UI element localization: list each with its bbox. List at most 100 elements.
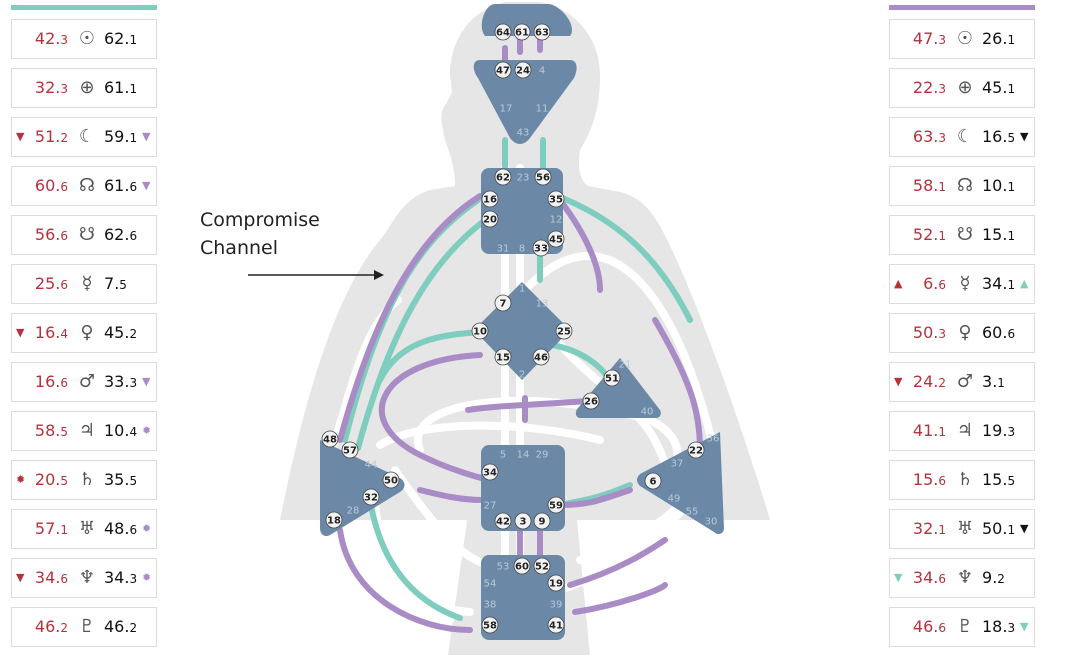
right-planet-row-mercury[interactable]: ▲6.6☿34.1▲ xyxy=(889,264,1035,304)
gate-28[interactable]: 28 xyxy=(347,506,360,517)
right-planet-row-moon[interactable]: 63.3☾16.5▼ xyxy=(889,117,1035,157)
gate-26[interactable]: 26 xyxy=(584,397,598,408)
gate-59[interactable]: 59 xyxy=(549,501,563,512)
right-planet-row-venus[interactable]: 50.3♀60.6 xyxy=(889,313,1035,353)
right-planet-row-jupiter[interactable]: 41.1♃19.3 xyxy=(889,411,1035,451)
gate-4[interactable]: 4 xyxy=(539,66,545,77)
gate-38[interactable]: 38 xyxy=(484,600,497,611)
gate-55[interactable]: 55 xyxy=(686,507,699,518)
gate-47[interactable]: 47 xyxy=(496,66,510,77)
gate-18[interactable]: 18 xyxy=(327,516,341,527)
gate-61[interactable]: 61 xyxy=(515,28,529,39)
gate-14[interactable]: 14 xyxy=(517,450,530,461)
venus-icon: ♀ xyxy=(958,322,972,343)
gate-34[interactable]: 34 xyxy=(483,468,497,479)
gate-12[interactable]: 12 xyxy=(550,215,563,226)
gate-29[interactable]: 29 xyxy=(536,450,549,461)
design-marker: ▼ xyxy=(894,375,903,388)
gate-40[interactable]: 40 xyxy=(641,407,654,418)
gate-35[interactable]: 35 xyxy=(549,195,563,206)
left-planet-row-mercury[interactable]: 25.6☿7.5 xyxy=(11,264,157,304)
gate-42[interactable]: 42 xyxy=(496,517,510,528)
gate-52[interactable]: 52 xyxy=(535,562,549,573)
gate-49[interactable]: 49 xyxy=(668,494,681,505)
design-activation: 51.2 xyxy=(34,127,68,146)
gate-23[interactable]: 23 xyxy=(517,173,530,184)
left-planet-row-uranus[interactable]: 57.1♅48.6✹ xyxy=(11,509,157,549)
gate-circle-34 xyxy=(481,463,499,481)
right-planet-row-uranus[interactable]: 32.1♅50.1▼ xyxy=(889,509,1035,549)
sun-icon: ☉ xyxy=(956,28,974,49)
gate-33[interactable]: 33 xyxy=(534,244,548,255)
gate-64[interactable]: 64 xyxy=(496,28,510,39)
gate-36[interactable]: 36 xyxy=(707,434,720,445)
left-planet-row-pluto[interactable]: 46.2♇46.2 xyxy=(11,607,157,647)
right-planet-row-neptune[interactable]: ▼34.6♆9.2 xyxy=(889,558,1035,598)
left-planet-row-jupiter[interactable]: 58.5♃10.4✹ xyxy=(11,411,157,451)
gate-32[interactable]: 32 xyxy=(364,493,378,504)
gate-21[interactable]: 21 xyxy=(619,360,632,371)
left-planet-row-venus[interactable]: ▼16.4♀45.2 xyxy=(11,313,157,353)
right-planet-row-north-node[interactable]: 58.1☊10.1 xyxy=(889,166,1035,206)
left-planet-row-neptune[interactable]: ▼34.6♆34.3✹ xyxy=(11,558,157,598)
gate-37[interactable]: 37 xyxy=(671,459,684,470)
gate-13[interactable]: 13 xyxy=(536,299,549,310)
gate-20[interactable]: 20 xyxy=(483,215,497,226)
gate-8[interactable]: 8 xyxy=(519,244,525,255)
gate-39[interactable]: 39 xyxy=(550,600,563,611)
gate-16[interactable]: 16 xyxy=(483,195,497,206)
left-planet-row-earth[interactable]: 32.3⊕61.1 xyxy=(11,68,157,108)
left-planet-row-saturn[interactable]: ✹20.5♄35.5 xyxy=(11,460,157,500)
gate-60[interactable]: 60 xyxy=(515,562,529,573)
personality-activation: 45.1 xyxy=(982,78,1016,97)
gate-63[interactable]: 63 xyxy=(535,28,549,39)
left-planet-row-sun[interactable]: 42.3☉62.1 xyxy=(11,19,157,59)
gate-24[interactable]: 24 xyxy=(516,66,530,77)
jupiter-icon: ♃ xyxy=(78,420,96,441)
gate-25[interactable]: 25 xyxy=(557,327,571,338)
gate-10[interactable]: 10 xyxy=(473,327,487,338)
gate-1[interactable]: 1 xyxy=(519,284,525,295)
gate-44[interactable]: 44 xyxy=(365,460,378,471)
gate-9[interactable]: 9 xyxy=(539,517,546,528)
gate-27[interactable]: 27 xyxy=(484,501,497,512)
gate-11[interactable]: 11 xyxy=(536,104,549,115)
gate-41[interactable]: 41 xyxy=(549,621,563,632)
gate-31[interactable]: 31 xyxy=(497,244,510,255)
gate-54[interactable]: 54 xyxy=(484,579,497,590)
gate-17[interactable]: 17 xyxy=(500,104,513,115)
left-planet-row-mars[interactable]: 16.6♂33.3▼ xyxy=(11,362,157,402)
gate-57[interactable]: 57 xyxy=(343,446,357,457)
gate-3[interactable]: 3 xyxy=(520,517,527,528)
gate-43[interactable]: 43 xyxy=(517,128,530,139)
solar-plexus-center xyxy=(637,432,724,535)
right-planet-row-saturn[interactable]: 15.6♄15.5 xyxy=(889,460,1035,500)
left-planet-row-south-node[interactable]: 56.6☋62.6 xyxy=(11,215,157,255)
gate-30[interactable]: 30 xyxy=(705,517,718,528)
gate-7[interactable]: 7 xyxy=(500,299,507,310)
right-planet-row-south-node[interactable]: 52.1☋15.1 xyxy=(889,215,1035,255)
right-planet-row-pluto[interactable]: 46.6♇18.3▼ xyxy=(889,607,1035,647)
right-planet-row-sun[interactable]: 47.3☉26.1 xyxy=(889,19,1035,59)
gate-46[interactable]: 46 xyxy=(534,353,548,364)
right-planet-row-earth[interactable]: 22.3⊕45.1 xyxy=(889,68,1035,108)
right-planet-row-mars[interactable]: ▼24.2♂3.1 xyxy=(889,362,1035,402)
gate-53[interactable]: 53 xyxy=(497,562,510,573)
gate-15[interactable]: 15 xyxy=(496,353,510,364)
mercury-icon: ☿ xyxy=(959,273,971,294)
gate-19[interactable]: 19 xyxy=(549,579,563,590)
personality-marker: ▲ xyxy=(1020,277,1029,290)
left-planet-row-north-node[interactable]: 60.6☊61.6▼ xyxy=(11,166,157,206)
gate-2[interactable]: 2 xyxy=(519,370,525,381)
gate-58[interactable]: 58 xyxy=(483,621,497,632)
gate-62[interactable]: 62 xyxy=(496,173,510,184)
left-planet-row-moon[interactable]: ▼51.2☾59.1▼ xyxy=(11,117,157,157)
gate-5[interactable]: 5 xyxy=(500,450,506,461)
gate-22[interactable]: 22 xyxy=(689,446,703,457)
gate-6[interactable]: 6 xyxy=(650,477,657,488)
gate-45[interactable]: 45 xyxy=(549,235,563,246)
gate-48[interactable]: 48 xyxy=(323,435,337,446)
gate-56[interactable]: 56 xyxy=(536,173,550,184)
gate-51[interactable]: 51 xyxy=(605,374,619,385)
gate-50[interactable]: 50 xyxy=(384,476,398,487)
